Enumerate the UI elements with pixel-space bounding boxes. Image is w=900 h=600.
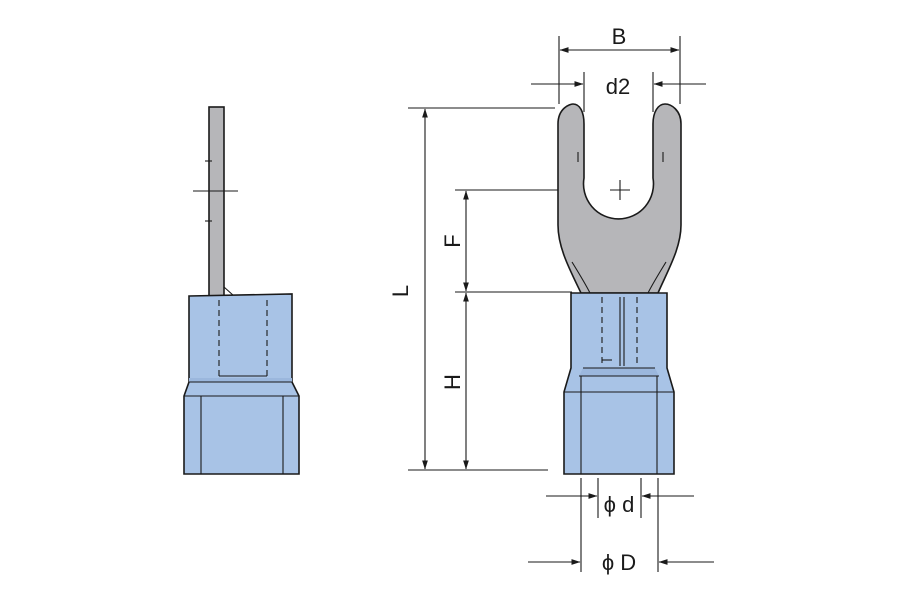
label-d2: d2 [606, 74, 630, 99]
label-F: F [440, 234, 465, 247]
side-view [183, 106, 300, 475]
dimension-phi-D: ϕ D [528, 478, 714, 575]
front-view [557, 103, 682, 475]
fork-tongue [557, 103, 682, 294]
label-phi-d: ϕ d [604, 492, 635, 517]
dimension-H: H [440, 292, 469, 470]
label-H: H [440, 374, 465, 390]
side-insulation-sleeve [183, 293, 300, 475]
dimension-L: L [388, 107, 555, 471]
dimension-d2: d2 [531, 72, 706, 112]
label-B: B [612, 24, 627, 49]
front-insulation-sleeve [563, 292, 675, 475]
side-blade [208, 106, 225, 298]
dimension-phi-d: ϕ d [546, 478, 694, 518]
label-phi-D: ϕ D [602, 550, 636, 575]
dimension-F: F [440, 189, 572, 293]
dimension-B: B [558, 24, 681, 104]
label-L: L [388, 285, 413, 297]
